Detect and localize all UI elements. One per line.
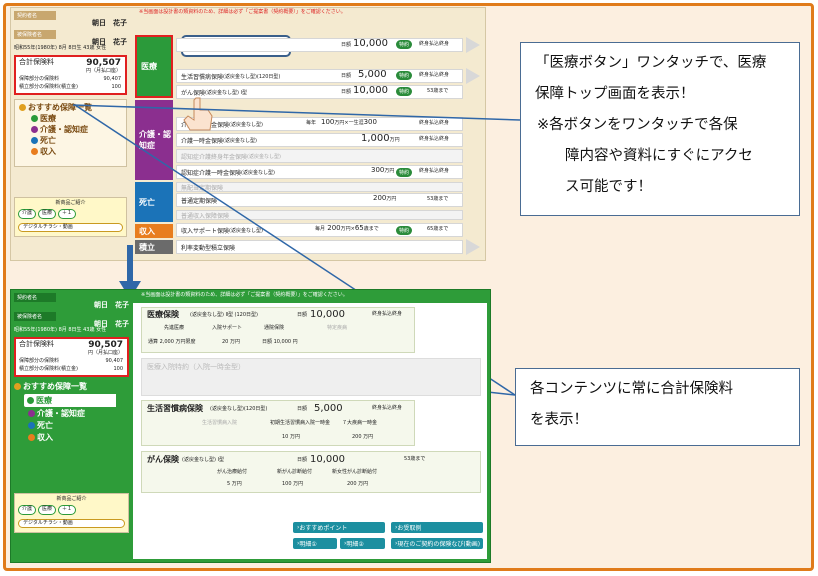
arrow-icon	[31, 136, 38, 144]
recommend-points-button[interactable]: › おすすめポイント	[293, 522, 385, 533]
callout-top: 「医療ボタン」ワンタッチで、医療 保障トップ画面を表示！ ※各ボタンをワンタッチ…	[520, 42, 800, 216]
category-care-button[interactable]: 介護・認知症	[135, 100, 173, 180]
row-lifestyle-insurance[interactable]: 生活習慣病保険(返戻金なし型)(120日型)	[176, 69, 463, 83]
nav-medical-active[interactable]: 医療	[24, 393, 116, 407]
sub-label-1: 保障部分の保険料	[19, 357, 60, 364]
nav-care[interactable]: 介護・認知症	[28, 408, 129, 419]
new-medical-button[interactable]: 医療	[38, 505, 57, 515]
total-label: 合計保険料	[19, 57, 54, 66]
arrow-icon	[27, 396, 34, 404]
arrow-right-icon	[466, 37, 480, 53]
new-medical-button[interactable]: 医療	[38, 209, 57, 219]
card-lifestyle-insurance[interactable]: 生活習慣病保険 (返戻金なし型)(120日型) 日額 5,000 終身払込終身 …	[141, 400, 415, 446]
row-income-gray: 普通収入保障保険	[176, 210, 463, 220]
hand-pointer-icon	[183, 97, 213, 131]
contractor-label: 契約者名	[14, 11, 56, 20]
sub-label-2: 積立部分の保険料(積立金)	[19, 365, 78, 372]
content-area: 医療保険 (返戻金なし型) Ⅱ型 (120日型) 日額 10,000 終身払込終…	[133, 303, 487, 559]
total-premium-box: 合計保険料 90,507 円（月払口座） 保障部分の保険料 90,407 積立部…	[14, 54, 127, 95]
digital-flyer-button[interactable]: デジタルチラシ・動画	[18, 518, 125, 529]
nav-medical[interactable]: 医療	[31, 113, 122, 124]
nav-death[interactable]: 死亡	[31, 135, 122, 146]
insured-label: 被保険者名	[14, 311, 56, 321]
category-medical-button[interactable]: 医療	[135, 35, 173, 98]
contractor-name: 朝日 花子	[94, 301, 129, 309]
card-cancer-insurance[interactable]: がん保険 (返戻金なし型) Ⅰ型 日額 10,000 53歳まで がん治療給付 …	[141, 451, 481, 493]
nav-death[interactable]: 死亡	[28, 420, 129, 431]
left-panel: 契約者名 朝日 花子 被保険者名 朝日 花子 昭和55年(1980年) 8月 8…	[14, 293, 129, 559]
insured-name: 朝日 花子	[92, 37, 127, 46]
card-medical-rider-gray: 医療入院特約（入院一時金型）	[141, 358, 481, 396]
total-unit: 円（月払口座）	[87, 349, 123, 356]
circle-icon	[14, 382, 21, 390]
recommend-header: おすすめ保障一覧	[19, 102, 122, 113]
arrow-icon	[31, 147, 38, 155]
detail-1-button[interactable]: › 明細①	[293, 538, 337, 549]
r1-amount: 10,000	[353, 38, 388, 49]
top-notice: ※当画面は設計書の類資料のため、詳細は必ず「ご提案書（契約概要）」をご確認くださ…	[139, 9, 346, 15]
arrow-right-icon	[466, 68, 480, 84]
sub-value-2: 100	[111, 83, 121, 90]
new-products-label: 新商品ご紹介	[55, 199, 86, 206]
recommend-header: おすすめ保障一覧	[14, 381, 129, 392]
nav-income[interactable]: 収入	[28, 432, 129, 443]
total-premium-box: 合計保険料 90,507 円（月払口座） 保障部分の保険料 90,407 積立部…	[14, 336, 129, 377]
left-panel: 契約者名 朝日 花子 被保険者名 朝日 花子 昭和55年(1980年) 8月 8…	[14, 11, 127, 257]
new-care-button[interactable]: 介護	[18, 209, 37, 219]
row-cancer-insurance[interactable]: がん保険(返戻金なし型) Ⅰ型	[176, 85, 463, 99]
arrow-icon	[28, 409, 35, 417]
row-term-life-gray: 無配当定期保険	[176, 182, 463, 192]
callout-bottom: 各コンテンツに常に合計保険料 を表示！	[515, 368, 800, 446]
sub-label-2: 積立部分の保険料(積立金)	[19, 83, 78, 90]
arrow-icon	[28, 433, 35, 441]
category-income-button[interactable]: 収入	[135, 224, 173, 238]
row-term-life[interactable]: 普通定期保険	[176, 193, 463, 207]
row-dementia-annuity: 認知症介護終身年金保険(返戻金なし型)	[176, 149, 463, 163]
contractor-name: 朝日 花子	[92, 19, 127, 27]
screen-bottom: ※当画面は設計書の類資料のため、詳細は必ず「ご提案書（契約概要）」をご確認くださ…	[10, 289, 491, 563]
payout-example-button[interactable]: › お受取例	[391, 522, 483, 533]
row-medical-insurance[interactable]	[176, 38, 463, 52]
new-care-button[interactable]: 介護	[18, 505, 37, 515]
arrow-icon	[28, 421, 35, 429]
total-unit: 円（月払口座）	[85, 67, 121, 74]
arrow-icon	[31, 125, 38, 133]
card-medical-insurance[interactable]: 医療保険 (返戻金なし型) Ⅱ型 (120日型) 日額 10,000 終身払込終…	[141, 307, 415, 353]
sub-label-1: 保障部分の保険料	[19, 75, 60, 82]
arrow-icon	[31, 114, 38, 122]
sub-value-1: 90,407	[105, 357, 124, 364]
insured-name: 朝日 花子	[94, 319, 129, 328]
current-contract-video-button[interactable]: › 現在のご契約の保険なび(動画)	[391, 538, 483, 549]
row-savings[interactable]: 利率変動型積立保険	[176, 240, 463, 254]
detail-2-button[interactable]: › 明細②	[340, 538, 385, 549]
total-value: 90,507	[88, 339, 123, 350]
birth-info: 昭和55年(1980年) 8月 8日生 43歳 女性	[14, 327, 107, 334]
arrow-right-icon	[466, 239, 480, 255]
category-death-button[interactable]: 死亡	[135, 182, 173, 222]
nav-income[interactable]: 収入	[31, 146, 122, 157]
top-notice: ※当画面は設計書の類資料のため、詳細は必ず「ご提案書（契約概要）」をご確認くださ…	[141, 292, 348, 298]
sub-value-2: 100	[113, 365, 123, 372]
digital-flyer-button[interactable]: デジタルチラシ・動画	[18, 222, 123, 233]
badge: 特約	[396, 40, 413, 49]
new-plus1-button[interactable]: ＋１	[58, 209, 77, 219]
new-plus1-button[interactable]: ＋１	[58, 505, 77, 515]
total-value: 90,507	[86, 57, 121, 68]
circle-icon	[19, 103, 26, 111]
new-products-label: 新商品ご紹介	[56, 495, 87, 502]
sub-value-1: 90,407	[103, 75, 122, 82]
total-label: 合計保険料	[19, 339, 54, 348]
contractor-label: 契約者名	[14, 293, 56, 302]
nav-care[interactable]: 介護・認知症	[31, 124, 122, 135]
insured-label: 被保険者名	[14, 29, 56, 39]
birth-info: 昭和55年(1980年) 8月 8日生 43歳 女性	[14, 45, 107, 52]
screen-top: ※当画面は設計書の類資料のため、詳細は必ず「ご提案書（契約概要）」をご確認くださ…	[10, 7, 486, 261]
